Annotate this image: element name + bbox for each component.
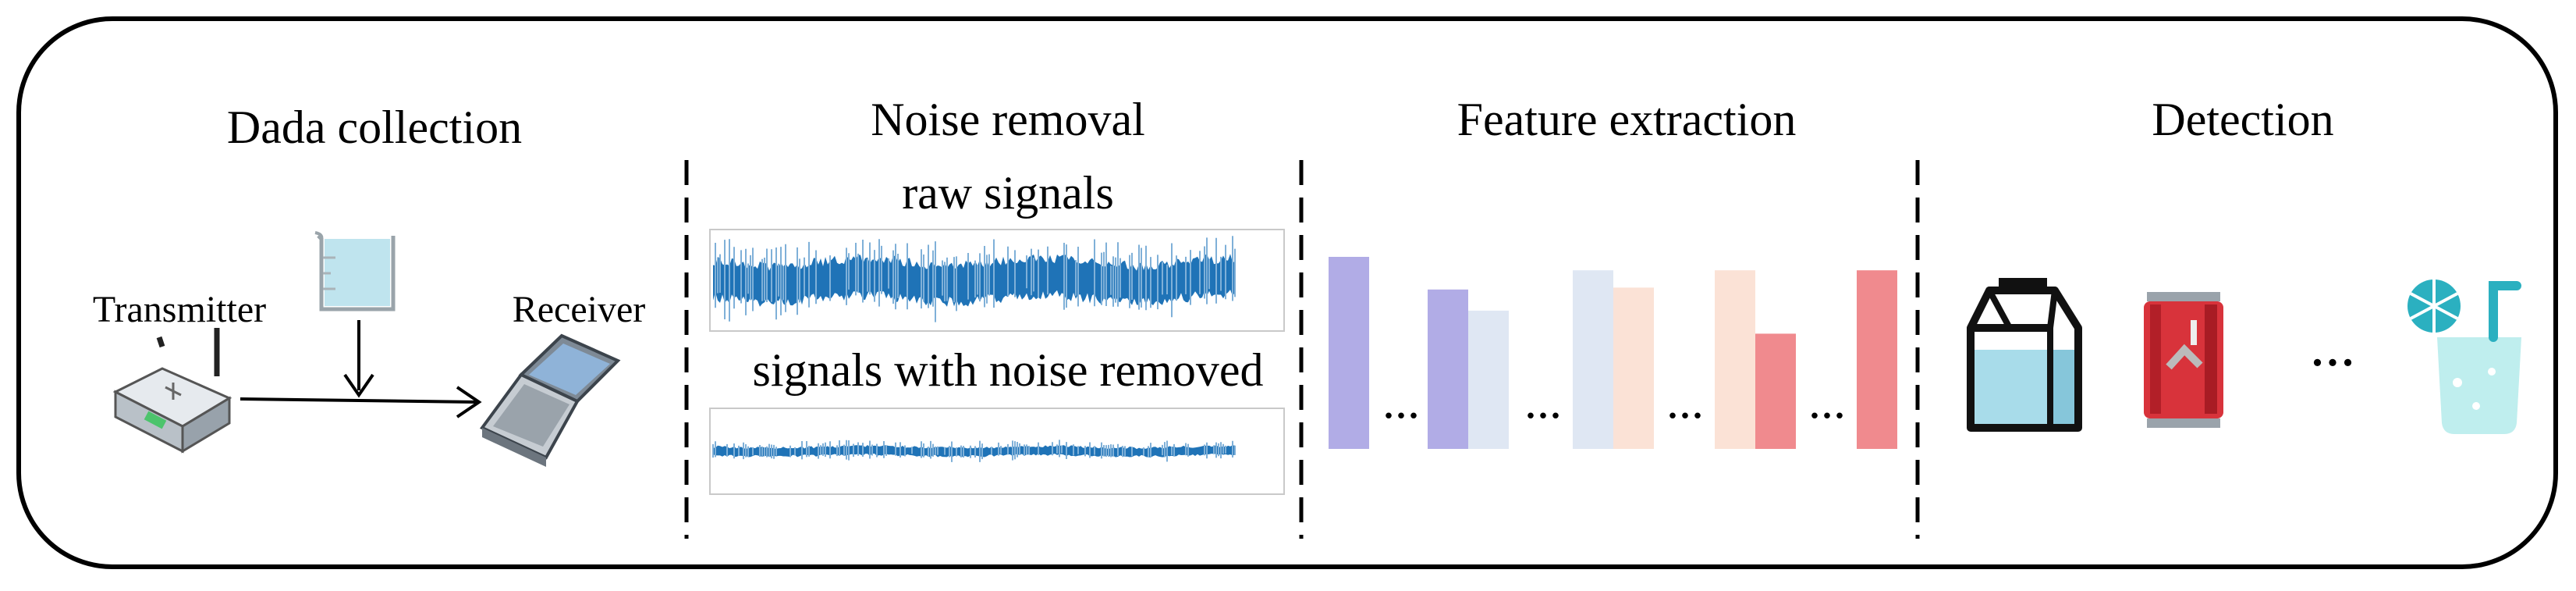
feature-ellipsis-3: ... [1666, 373, 1704, 429]
title-detection: Detection [2152, 94, 2333, 145]
feature-bar-5 [1613, 287, 1654, 449]
router-icon [112, 328, 232, 454]
clean-signals-label: signals with noise removed [753, 344, 1264, 396]
feature-bar-4 [1573, 270, 1613, 449]
laptop-icon [479, 333, 621, 467]
milk-carton-icon [1967, 278, 2082, 432]
raw-signal-spikes [715, 236, 1236, 322]
title-feature: Feature extraction [1457, 94, 1797, 145]
title-collection: Dada collection [227, 101, 522, 153]
soda-can-icon [2144, 292, 2223, 428]
title-noise: Noise removal [871, 94, 1145, 145]
detection-ellipsis: ... [2310, 311, 2356, 379]
receiver-label: Receiver [513, 289, 646, 330]
feature-ellipsis-1: ... [1382, 373, 1420, 429]
feature-bar-8 [1857, 270, 1897, 449]
feature-bars [1329, 257, 1897, 449]
feature-bar-7 [1755, 333, 1796, 449]
right-arrow [240, 386, 482, 418]
beaker-icon [314, 231, 396, 312]
juice-glass-icon [2407, 279, 2521, 434]
feature-bar-2 [1428, 289, 1468, 449]
feature-bar-3 [1468, 310, 1509, 449]
clean-signal-plot [709, 408, 1285, 495]
transmitter-label: Transmitter [93, 289, 266, 330]
clean-signal-spikes [712, 440, 1236, 462]
feature-bar-1 [1329, 257, 1369, 449]
down-arrow [343, 320, 374, 398]
feature-ellipsis-2: ... [1524, 373, 1562, 429]
feature-ellipsis-4: ... [1808, 373, 1846, 429]
raw-signals-label: raw signals [902, 167, 1114, 219]
raw-signal-plot [709, 229, 1285, 332]
feature-bar-6 [1715, 270, 1755, 449]
outer-frame [16, 16, 2558, 569]
